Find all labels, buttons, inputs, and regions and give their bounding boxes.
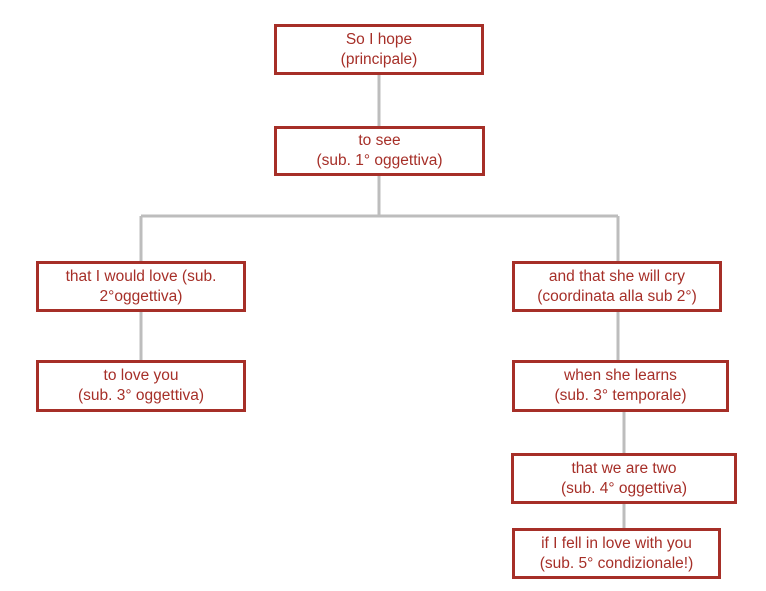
- node-coordinata-sub-2-label: and that she will cry (coordinata alla s…: [537, 267, 697, 305]
- node-sub-4-oggettiva[interactable]: that we are two (sub. 4° oggettiva): [511, 453, 737, 504]
- node-sub-3-temporale[interactable]: when she learns (sub. 3° temporale): [512, 360, 729, 412]
- node-principale[interactable]: So I hope (principale): [274, 24, 484, 75]
- node-sub-1-oggettiva[interactable]: to see (sub. 1° oggettiva): [274, 126, 485, 176]
- node-sub-2-oggettiva[interactable]: that I would love (sub. 2°oggettiva): [36, 261, 246, 312]
- node-sub-2-oggettiva-label: that I would love (sub. 2°oggettiva): [65, 267, 217, 305]
- node-principale-label: So I hope (principale): [340, 30, 418, 68]
- node-sub-1-oggettiva-label: to see (sub. 1° oggettiva): [316, 132, 443, 169]
- node-sub-4-oggettiva-label: that we are two (sub. 4° oggettiva): [561, 459, 687, 497]
- node-coordinata-sub-2[interactable]: and that she will cry (coordinata alla s…: [512, 261, 722, 312]
- node-sub-3-temporale-label: when she learns (sub. 3° temporale): [554, 367, 687, 404]
- node-sub-3-oggettiva-label: to love you (sub. 3° oggettiva): [78, 367, 204, 404]
- node-sub-5-condizionale[interactable]: if I fell in love with you (sub. 5° cond…: [512, 528, 721, 579]
- node-sub-5-condizionale-label: if I fell in love with you (sub. 5° cond…: [539, 534, 694, 572]
- node-sub-3-oggettiva[interactable]: to love you (sub. 3° oggettiva): [36, 360, 246, 412]
